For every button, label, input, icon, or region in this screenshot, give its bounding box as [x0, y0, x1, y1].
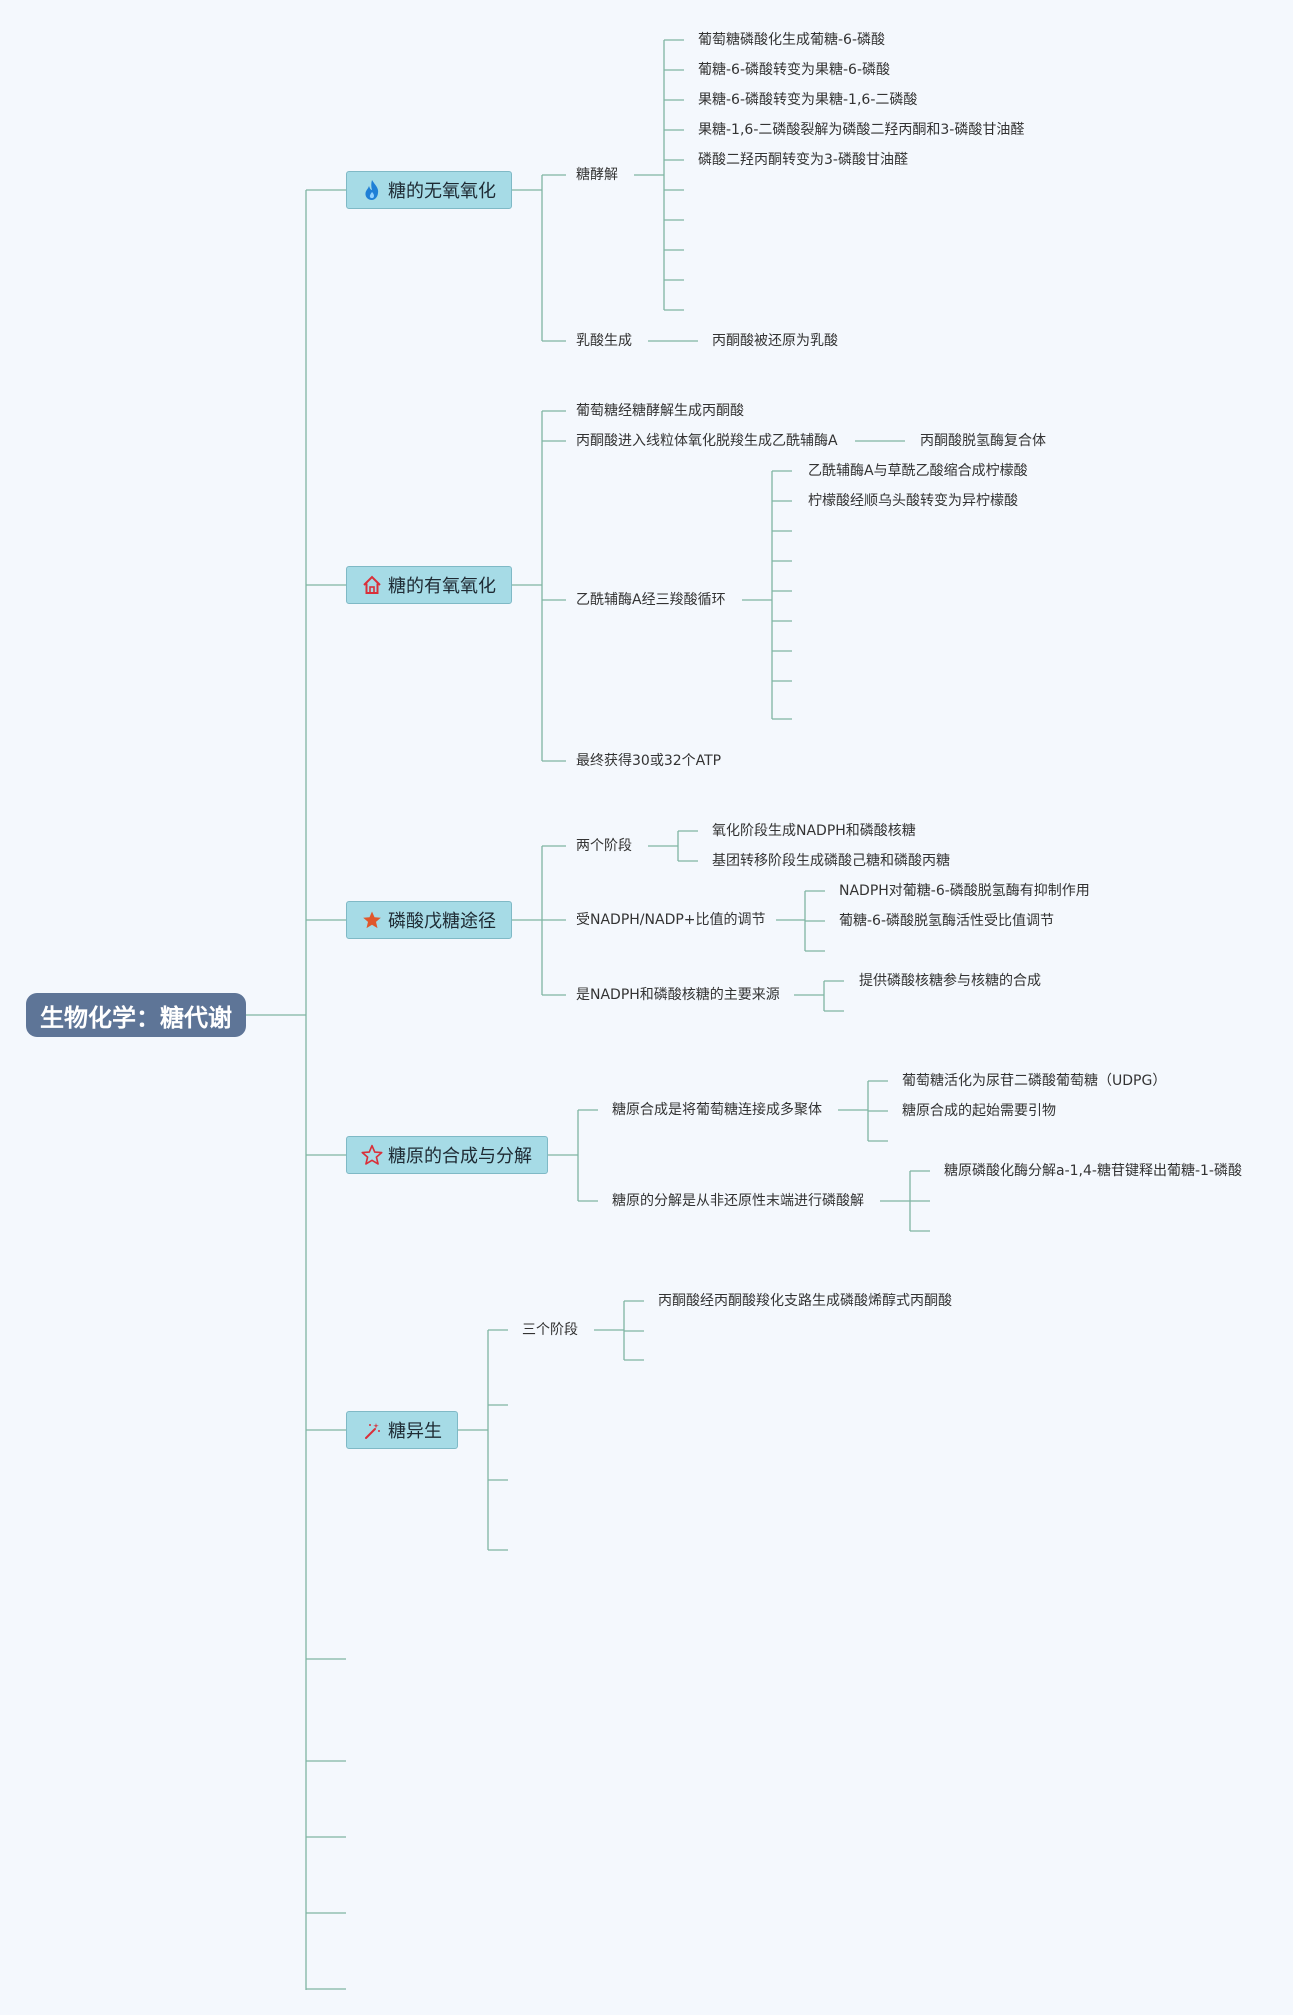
gng-stage[interactable]: 丙酮酸经丙酮酸羧化支路生成磷酸烯醇式丙酮酸	[658, 1293, 952, 1309]
tca-step[interactable]: 柠檬酸经顺乌头酸转变为异柠檬酸	[808, 493, 1018, 509]
root-topic[interactable]: 生物化学：糖代谢	[26, 993, 246, 1037]
flame-icon	[361, 179, 383, 201]
tca-step[interactable]: 乙酰辅酶A与草酰乙酸缩合成柠檬酸	[808, 463, 1028, 479]
synthesis-item[interactable]: 葡萄糖活化为尿苷二磷酸葡萄糖（UDPG）	[902, 1073, 1167, 1089]
ppp-stage[interactable]: 基团转移阶段生成磷酸己糖和磷酸丙糖	[712, 853, 950, 869]
branch-label: 糖的无氧氧化	[388, 181, 496, 202]
ppp-stage[interactable]: 氧化阶段生成NADPH和磷酸核糖	[712, 823, 916, 839]
topic-glycolysis[interactable]: 糖酵解	[576, 167, 618, 183]
source-item[interactable]: 提供磷酸核糖参与核糖的合成	[859, 973, 1041, 989]
house-icon	[361, 574, 383, 596]
branch-anaerobic-oxidation[interactable]: 糖的无氧氧化	[346, 171, 512, 209]
topic-tca-cycle[interactable]: 乙酰辅酶A经三羧酸循环	[576, 592, 726, 608]
wand-icon	[361, 1419, 383, 1441]
branch-label: 糖异生	[388, 1421, 442, 1442]
aerobic-item[interactable]: 最终获得30或32个ATP	[576, 753, 722, 769]
branch-label: 糖的有氧氧化	[388, 576, 496, 597]
synthesis-item[interactable]: 糖原合成的起始需要引物	[902, 1103, 1056, 1119]
topic-glycogen-synthesis[interactable]: 糖原合成是将葡萄糖连接成多聚体	[612, 1102, 822, 1118]
star-filled-icon	[361, 909, 383, 931]
branch-label: 磷酸戊糖途径	[388, 911, 496, 932]
aerobic-item[interactable]: 丙酮酸进入线粒体氧化脱羧生成乙酰辅酶A	[576, 433, 838, 449]
glycolysis-step[interactable]: 果糖-6-磷酸转变为果糖-1,6-二磷酸	[698, 92, 918, 108]
glycolysis-step[interactable]: 果糖-1,6-二磷酸裂解为磷酸二羟丙酮和3-磷酸甘油醛	[698, 122, 1025, 138]
regulation-item[interactable]: 葡糖-6-磷酸脱氢酶活性受比值调节	[839, 913, 1055, 929]
star-outline-icon	[361, 1144, 383, 1166]
glycolysis-step[interactable]: 磷酸二羟丙酮转变为3-磷酸甘油醛	[698, 152, 908, 168]
topic-lactate[interactable]: 乳酸生成	[576, 333, 632, 349]
glycolysis-step[interactable]: 葡糖-6-磷酸转变为果糖-6-磷酸	[698, 62, 891, 78]
topic-glycogen-degradation[interactable]: 糖原的分解是从非还原性末端进行磷酸解	[612, 1193, 864, 1209]
branch-pentose-phosphate[interactable]: 磷酸戊糖途径	[346, 901, 512, 939]
topic-three-stages[interactable]: 三个阶段	[522, 1322, 578, 1338]
topic-two-stages[interactable]: 两个阶段	[576, 838, 632, 854]
topic-regulation[interactable]: 受NADPH/NADP+比值的调节	[576, 912, 766, 928]
aerobic-detail[interactable]: 丙酮酸脱氢酶复合体	[920, 433, 1046, 449]
lactate-detail[interactable]: 丙酮酸被还原为乳酸	[712, 333, 838, 349]
degradation-item[interactable]: 糖原磷酸化酶分解a-1,4-糖苷键释出葡糖-1-磷酸	[944, 1163, 1242, 1179]
branch-gluconeogenesis[interactable]: 糖异生	[346, 1411, 458, 1449]
branch-aerobic-oxidation[interactable]: 糖的有氧氧化	[346, 566, 512, 604]
aerobic-item[interactable]: 葡萄糖经糖酵解生成丙酮酸	[576, 403, 744, 419]
branch-label: 糖原的合成与分解	[388, 1146, 532, 1167]
glycolysis-step[interactable]: 葡萄糖磷酸化生成葡糖-6-磷酸	[698, 32, 886, 48]
topic-source[interactable]: 是NADPH和磷酸核糖的主要来源	[576, 987, 780, 1003]
regulation-item[interactable]: NADPH对葡糖-6-磷酸脱氢酶有抑制作用	[839, 883, 1090, 899]
branch-glycogen[interactable]: 糖原的合成与分解	[346, 1136, 548, 1174]
